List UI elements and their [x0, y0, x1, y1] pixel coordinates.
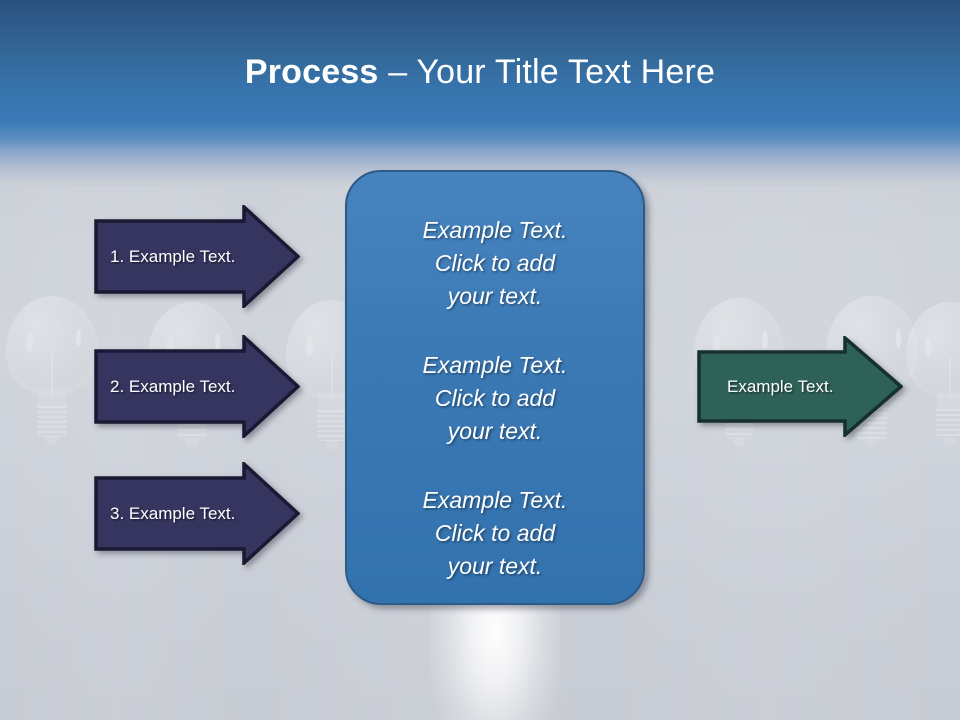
process-output-arrow[interactable]: Example Text.: [697, 336, 903, 437]
center-text-block-2-line-1: Example Text.: [422, 352, 568, 378]
process-step-arrow-2-label: 2. Example Text.: [110, 376, 236, 396]
center-text-block-1-line-1: Example Text.: [422, 217, 568, 243]
center-content-panel[interactable]: Example Text. Click to add your text. Ex…: [345, 170, 645, 605]
right-arrow-shape-icon: [94, 335, 300, 438]
page-title-strong: Process: [244, 53, 379, 91]
process-step-arrow-3[interactable]: 3. Example Text.: [94, 462, 300, 565]
process-step-arrow-2[interactable]: 2. Example Text.: [94, 335, 300, 438]
center-text-block-1-line-3: your text.: [447, 283, 543, 309]
center-text-block-1-line-2: Click to add: [434, 250, 556, 276]
process-step-arrow-1[interactable]: 1. Example Text.: [94, 205, 300, 308]
right-arrow-shape-icon: [94, 205, 300, 308]
background-sky-gradient: [0, 0, 960, 190]
center-text-block-1: Example Text. Click to add your text.: [390, 214, 600, 313]
process-step-arrow-1-label: 1. Example Text.: [110, 246, 236, 266]
process-output-arrow-label: Example Text.: [727, 376, 834, 396]
center-text-block-2-line-2: Click to add: [434, 385, 556, 411]
page-title-rest: – Your Title Text Here: [378, 53, 716, 91]
center-text-block-3-line-3: your text.: [447, 553, 543, 579]
center-text-block-2-line-3: your text.: [447, 418, 543, 444]
center-text-block-3-line-1: Example Text.: [422, 487, 568, 513]
process-step-arrow-3-label: 3. Example Text.: [110, 503, 236, 523]
right-arrow-shape-icon: [697, 336, 903, 437]
center-text-block-2: Example Text. Click to add your text.: [390, 349, 600, 448]
center-text-block-3: Example Text. Click to add your text.: [390, 484, 600, 583]
center-text-block-3-line-2: Click to add: [434, 520, 556, 546]
right-arrow-shape-icon: [94, 462, 300, 565]
page-title: Process – Your Title Text Here: [0, 52, 960, 92]
